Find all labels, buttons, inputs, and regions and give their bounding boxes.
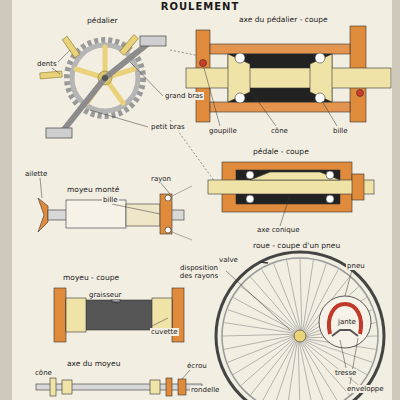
spoke	[262, 340, 296, 400]
part-label: disposition des rayons	[172, 264, 226, 280]
section-heading: moyeu monté	[66, 186, 120, 194]
spoke	[251, 277, 298, 330]
spoke	[300, 259, 302, 330]
spoke	[299, 342, 313, 400]
spoke	[241, 338, 294, 385]
part-label: ailette	[24, 170, 48, 178]
hub-section	[54, 288, 184, 342]
section-heading: axe du pédalier - coupe	[238, 16, 329, 24]
part-label: cône	[270, 127, 289, 135]
section-heading: pédale - coupe	[252, 148, 310, 156]
spoke	[287, 260, 301, 330]
spoke	[223, 334, 294, 336]
hub-mounted	[38, 178, 192, 240]
spoke	[274, 341, 297, 400]
spoke	[224, 335, 294, 349]
spoke	[241, 287, 297, 331]
spoke	[233, 337, 294, 374]
poster-title: ROULEMENT	[0, 1, 400, 12]
part-label: rondelle	[190, 386, 220, 394]
part-label: pneu	[346, 262, 366, 270]
part-label: dents	[36, 60, 58, 68]
part-label: cuvette	[150, 328, 179, 336]
pedal-section	[208, 162, 374, 226]
part-label: goupille	[208, 127, 238, 135]
part-label: graisseur	[88, 291, 122, 299]
leader-lines	[204, 68, 337, 126]
wheel	[216, 252, 384, 400]
spoke	[274, 264, 300, 330]
part-label: bille	[102, 196, 119, 204]
part-label: bille	[332, 127, 349, 135]
part-label: grand bras	[164, 92, 204, 100]
part-label: petit bras	[150, 123, 186, 131]
section-heading: roue - coupe d'un pneu	[252, 242, 341, 250]
part-label: enveloppe	[346, 385, 385, 393]
part-label: rayon	[150, 175, 172, 183]
crank-axle-section	[186, 26, 391, 122]
section-heading: axe du moyeu	[66, 360, 121, 368]
spoke	[287, 341, 298, 400]
section-heading: moyeu - coupe	[62, 274, 120, 282]
part-label: jante	[337, 318, 357, 326]
poster-sheet	[12, 0, 392, 400]
spoke	[300, 342, 326, 400]
part-label: cône	[34, 369, 53, 377]
part-label: tresse	[334, 369, 357, 377]
spoke	[251, 339, 295, 395]
section-heading: pédalier	[86, 17, 119, 25]
spoke	[298, 342, 300, 400]
spoke	[303, 260, 314, 330]
tyre-section	[319, 270, 371, 384]
part-label: valve	[218, 256, 239, 264]
spoke	[228, 336, 294, 362]
chainring	[40, 35, 166, 138]
part-label: axe conique	[256, 226, 300, 234]
part-label: écrou	[186, 362, 208, 370]
hub-axle	[36, 370, 202, 396]
spoke	[301, 342, 338, 400]
